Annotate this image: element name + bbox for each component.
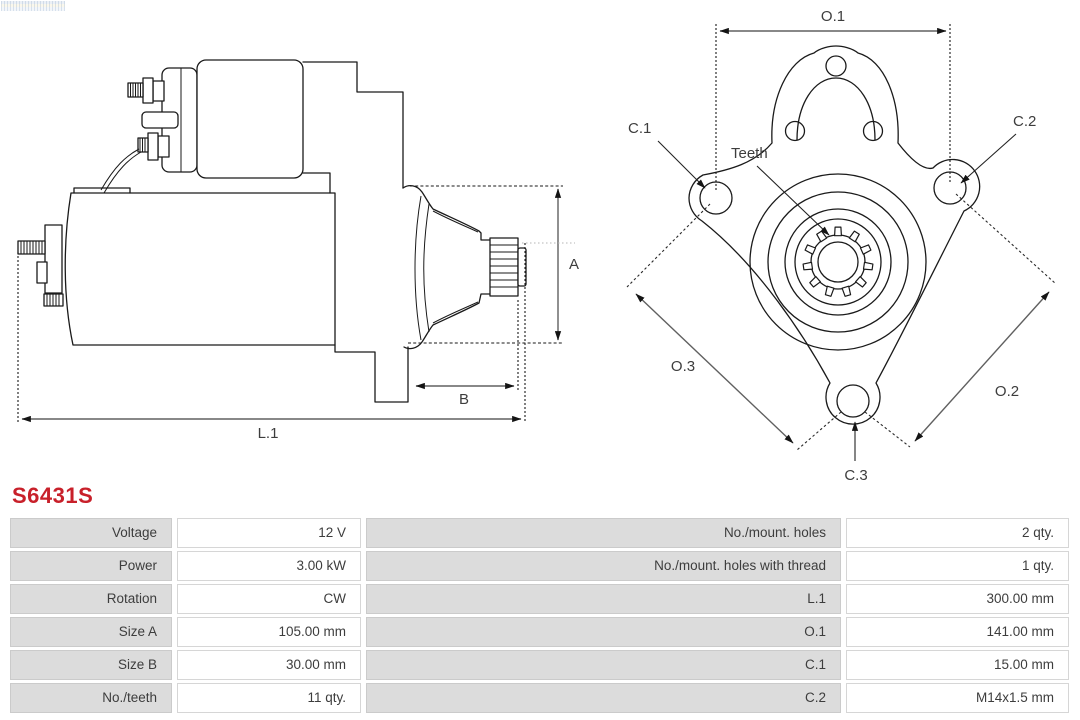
spec-value: 300.00 mm	[846, 584, 1069, 614]
spec-value: 2 qty.	[846, 518, 1069, 548]
spec-label: C.1	[366, 650, 841, 680]
gear-tooth	[816, 230, 828, 243]
spec-value: CW	[177, 584, 361, 614]
dim-label-c1: C.1	[628, 120, 651, 137]
dimension-o3: O.3	[626, 203, 842, 451]
front-view-drawing: O.1 C.1 C.2 Teeth O.3	[626, 8, 1057, 484]
motor-housing	[64, 187, 336, 346]
table-row: Size A 105.00 mm O.1 141.00 mm	[10, 617, 1069, 647]
drive-end-housing	[402, 185, 491, 350]
spec-label: Rotation	[10, 584, 172, 614]
arch-left-hole	[784, 120, 806, 142]
dimension-o1: O.1	[715, 8, 951, 192]
gear-tooth	[809, 276, 822, 288]
dimension-b: B	[415, 300, 519, 408]
dimension-a: A	[408, 185, 579, 344]
terminal-bar	[141, 111, 179, 129]
solenoid-wire	[100, 148, 140, 191]
gear-tooth	[802, 261, 814, 271]
arch-top-hole	[825, 55, 847, 77]
spec-label: Voltage	[10, 518, 172, 548]
solenoid-body	[196, 59, 304, 179]
spec-label: Size B	[10, 650, 172, 680]
table-row: No./teeth 11 qty. C.2 M14x1.5 mm	[10, 683, 1069, 713]
spec-label: No./mount. holes	[366, 518, 841, 548]
corner-watermark	[1, 1, 65, 11]
gear-tooth	[862, 261, 874, 271]
solenoid-terminal-upper	[127, 77, 165, 104]
gear-tooth	[841, 285, 852, 297]
dim-label-o2: O.2	[995, 383, 1019, 400]
solenoid-terminal-lower	[137, 132, 170, 161]
arch-inner	[796, 77, 876, 141]
spec-label: No./teeth	[10, 683, 172, 713]
dim-label-l1: L.1	[258, 425, 279, 442]
dim-label-c3: C.3	[844, 467, 867, 484]
pinion-gear	[489, 237, 527, 297]
table-row: Power 3.00 kW No./mount. holes with thre…	[10, 551, 1069, 581]
leader-teeth: Teeth	[731, 145, 830, 236]
spec-label: Power	[10, 551, 172, 581]
spec-table: Voltage 12 V No./mount. holes 2 qty. Pow…	[10, 518, 1069, 716]
mount-hole-c3	[836, 384, 870, 418]
gear-tooth	[848, 230, 860, 243]
spec-value: 105.00 mm	[177, 617, 361, 647]
label-teeth: Teeth	[731, 145, 768, 162]
flange-outline	[688, 45, 981, 425]
dim-label-o1: O.1	[821, 8, 845, 25]
arch-right-hole	[862, 120, 884, 142]
table-row: Rotation CW L.1 300.00 mm	[10, 584, 1069, 614]
table-row: Size B 30.00 mm C.1 15.00 mm	[10, 650, 1069, 680]
spec-value: 12 V	[177, 518, 361, 548]
leader-c1: C.1	[628, 120, 706, 189]
spec-value: 30.00 mm	[177, 650, 361, 680]
gear-tooth	[804, 244, 817, 255]
dim-label-o3: O.3	[671, 358, 695, 375]
dim-label-b: B	[459, 391, 469, 408]
gear-teeth	[802, 226, 874, 297]
gear-tooth	[824, 285, 835, 297]
spec-label: L.1	[366, 584, 841, 614]
leader-c2: C.2	[960, 113, 1036, 184]
spec-label: No./mount. holes with thread	[366, 551, 841, 581]
gear-tooth	[833, 226, 843, 237]
part-number: S6431S	[12, 483, 94, 508]
spec-label: O.1	[366, 617, 841, 647]
dimension-c3: C.3	[844, 421, 868, 484]
dimension-l1: L.1	[17, 243, 526, 442]
spec-value: 3.00 kW	[177, 551, 361, 581]
spec-value: 141.00 mm	[846, 617, 1069, 647]
technical-drawing: A B L.1	[17, 8, 1057, 484]
dim-label-a: A	[569, 256, 579, 273]
dim-label-c2: C.2	[1013, 113, 1036, 130]
gear-tooth	[859, 244, 872, 255]
table-row: Voltage 12 V No./mount. holes 2 qty.	[10, 518, 1069, 548]
spec-value: M14x1.5 mm	[846, 683, 1069, 713]
spec-value: 15.00 mm	[846, 650, 1069, 680]
gear-tooth	[854, 276, 867, 288]
spec-label: Size A	[10, 617, 172, 647]
center-boss	[749, 173, 927, 351]
dimension-o2: O.2	[864, 193, 1057, 448]
spec-label: C.2	[366, 683, 841, 713]
side-view-drawing: A B L.1	[17, 59, 579, 442]
shaft-bore	[817, 241, 859, 283]
spec-value: 1 qty.	[846, 551, 1069, 581]
mounting-bracket	[302, 61, 409, 403]
spec-value: 11 qty.	[177, 683, 361, 713]
housing-terminals	[17, 224, 64, 307]
